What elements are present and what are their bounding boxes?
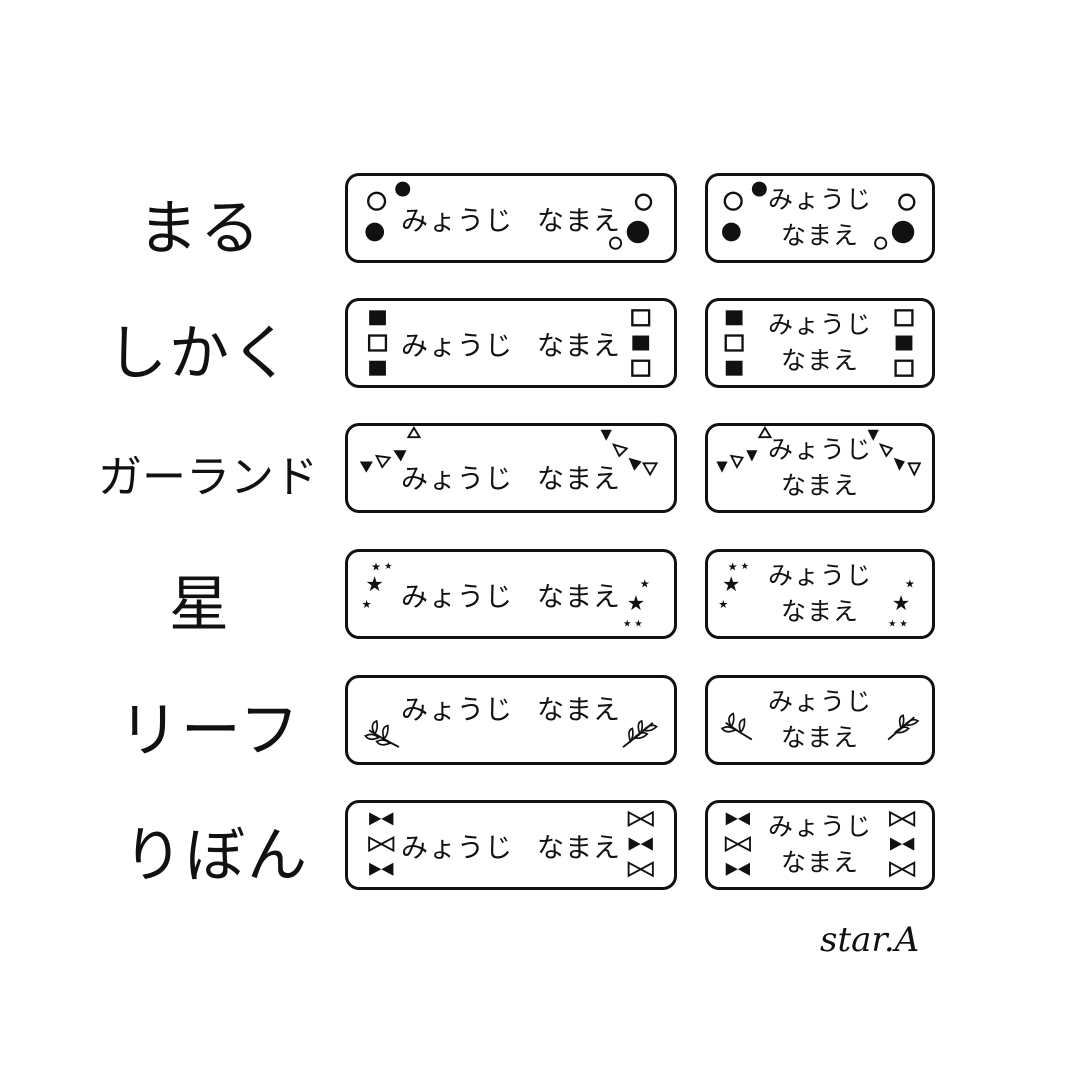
surname-text: みょうじ (401, 832, 513, 864)
garland-icon (359, 426, 659, 477)
given-name-text: なまえ (780, 346, 859, 375)
surname-text: みょうじ (401, 581, 513, 613)
leaf-icon (720, 712, 920, 741)
surname-text: みょうじ (767, 812, 872, 841)
svg-text:★: ★ (362, 598, 372, 611)
surname-text: みょうじ (401, 205, 513, 237)
card-text: みょうじなまえ (348, 176, 674, 260)
card-text: みょうじなまえ (348, 803, 674, 887)
row-leaf: リーフ みょうじなまえ みょうじ (0, 675, 1080, 775)
svg-text:★: ★ (741, 561, 749, 572)
name-label-wide: ★ ★ ★ ★ ★ ★ ★ ★ みょうじなまえ (345, 549, 677, 639)
row-label: りぼん (123, 820, 309, 891)
surname-text: みょうじ (401, 694, 513, 726)
surname-text: みょうじ (401, 463, 513, 495)
svg-text:★: ★ (892, 591, 910, 615)
given-name-text: なまえ (780, 471, 859, 500)
card-text: みょうじ なまえ (708, 301, 932, 385)
svg-text:★: ★ (728, 561, 738, 574)
surname-text: みょうじ (767, 185, 872, 214)
svg-text:★: ★ (627, 591, 645, 615)
row-label: まる (138, 193, 262, 264)
given-name-text: なまえ (537, 205, 621, 237)
card-text: みょうじなまえ (348, 301, 674, 385)
row-maru: まる みょうじなまえ みょうじ なまえ (0, 173, 1080, 273)
star-icon: ★ ★ ★ ★ ★ ★ ★ ★ (362, 561, 650, 630)
svg-text:★: ★ (718, 598, 728, 611)
card-text: みょうじなまえ (348, 442, 674, 510)
row-shikaku: しかく みょうじなまえ みょうじ なまえ (0, 298, 1080, 398)
given-name-text: なまえ (537, 581, 621, 613)
svg-text:★: ★ (371, 561, 381, 574)
given-name-text: なまえ (537, 330, 621, 362)
svg-text:★: ★ (888, 619, 896, 630)
svg-text:★: ★ (905, 577, 915, 590)
given-name-text: なまえ (780, 597, 859, 626)
name-label-wide: みょうじなまえ (345, 298, 677, 388)
square-icon (724, 309, 914, 377)
card-text: みょうじ なまえ (708, 678, 932, 762)
svg-text:★: ★ (384, 561, 392, 572)
row-label: 星 (169, 569, 231, 640)
svg-text:★: ★ (722, 572, 740, 596)
circle-icon (365, 181, 653, 250)
surname-text: みょうじ (767, 561, 872, 590)
name-label-narrow: ★ ★ ★ ★ ★ ★ ★ ★ みょうじ なまえ (705, 549, 935, 639)
ribbon-icon (368, 810, 654, 878)
surname-text: みょうじ (767, 435, 872, 464)
name-label-narrow: みょうじ なまえ (705, 173, 935, 263)
svg-text:★: ★ (899, 619, 907, 630)
row-ribbon: りぼん みょうじなまえ みょうじ なまえ (0, 800, 1080, 900)
name-label-wide: みょうじなまえ (345, 675, 677, 765)
card-text: みょうじ なまえ (708, 552, 932, 636)
given-name-text: なまえ (780, 848, 859, 877)
ribbon-icon (724, 810, 916, 878)
card-text: みょうじ なまえ (708, 426, 932, 510)
svg-text:★: ★ (640, 577, 650, 590)
given-name-text: なまえ (537, 694, 621, 726)
row-label: ガーランド (98, 452, 318, 503)
card-text: みょうじ なまえ (708, 803, 932, 887)
row-label: しかく (107, 318, 293, 389)
name-label-narrow: みょうじ なまえ (705, 800, 935, 890)
row-garland: ガーランド みょうじなまえ みょうじ なまえ (0, 423, 1080, 523)
watermark-signature: star.A (820, 920, 920, 960)
surname-text: みょうじ (767, 310, 872, 339)
circle-icon (722, 181, 916, 250)
given-name-text: なまえ (537, 463, 621, 495)
square-icon (367, 309, 651, 377)
garland-icon (716, 426, 922, 477)
svg-text:★: ★ (365, 572, 383, 596)
row-label: リーフ (118, 695, 302, 766)
surname-text: みょうじ (401, 330, 513, 362)
card-text: みょうじ なまえ (708, 176, 932, 260)
given-name-text: なまえ (780, 221, 859, 250)
row-hoshi: 星 ★ ★ ★ ★ ★ ★ ★ ★ みょうじなまえ ★ ★ ★ ★ ★ ★ ★ … (0, 549, 1080, 649)
given-name-text: なまえ (537, 832, 621, 864)
name-label-wide: みょうじなまえ (345, 173, 677, 263)
name-label-narrow: みょうじ なまえ (705, 675, 935, 765)
leaf-icon (364, 719, 658, 748)
name-label-wide: みょうじなまえ (345, 423, 677, 513)
name-label-narrow: みょうじ なまえ (705, 298, 935, 388)
svg-text:★: ★ (623, 619, 631, 630)
surname-text: みょうじ (767, 687, 872, 716)
star-icon: ★ ★ ★ ★ ★ ★ ★ ★ (718, 561, 915, 630)
card-text: みょうじなまえ (348, 552, 674, 636)
name-label-narrow: みょうじ なまえ (705, 423, 935, 513)
name-label-wide: みょうじなまえ (345, 800, 677, 890)
given-name-text: なまえ (780, 723, 859, 752)
svg-text:★: ★ (634, 619, 642, 630)
card-text: みょうじなまえ (348, 678, 674, 736)
